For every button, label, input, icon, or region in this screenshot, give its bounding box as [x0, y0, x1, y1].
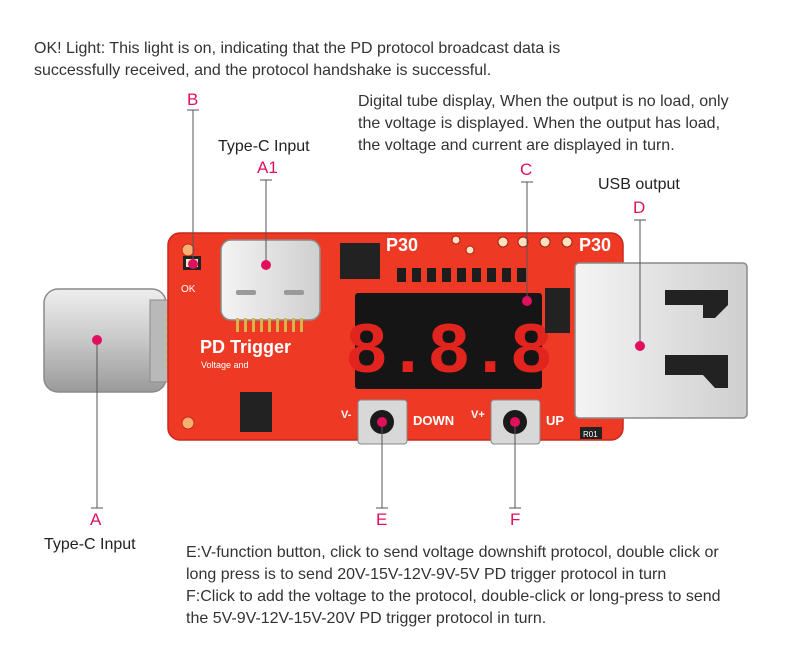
resistor-mark: R01 — [583, 430, 598, 439]
label-c: C — [520, 160, 533, 179]
display-note: Digital tube display, When the output is… — [358, 91, 729, 157]
label-f: F — [510, 510, 521, 529]
callout-dot-a — [92, 335, 102, 345]
down-button-mark: V- — [341, 409, 352, 421]
display-note-line-1: Digital tube display, When the output is… — [358, 93, 729, 110]
ok-note-line-1: OK! Light: This light is on, indicating … — [34, 40, 561, 57]
callout-dots — [92, 259, 645, 427]
ok-mark: OK — [181, 284, 196, 295]
callout-dot-c — [522, 296, 532, 306]
label-a: A — [90, 510, 102, 529]
smd-component — [240, 392, 272, 432]
controller-chip — [340, 243, 380, 279]
board-subtitle: Voltage and — [201, 360, 249, 370]
callout-dot-b — [188, 259, 198, 269]
buttons-note-line-1: E:V-function button, click to send volta… — [186, 544, 719, 561]
label-a1: A1 — [257, 158, 278, 177]
model-mark-right: P30 — [579, 235, 611, 255]
up-button-mark: V+ — [471, 409, 485, 421]
board-title: PD Trigger — [200, 337, 291, 357]
callout-dot-a1 — [261, 260, 271, 270]
typec-plug-connector — [43, 288, 182, 393]
callout-lines — [91, 109, 646, 509]
digital-tube-display: 8.8.8 — [345, 293, 553, 394]
buttons-note-line-3: F:Click to add the voltage to the protoc… — [186, 588, 721, 605]
display-note-line-3: the voltage and current are displayed in… — [358, 137, 675, 154]
ok-light-note: OK! Light: This light is on, indicating … — [34, 38, 560, 82]
ok-note-line-2: successfully received, and the protocol … — [34, 62, 492, 79]
caption-typec-input-bottom: Type-C Input — [44, 536, 136, 553]
up-button-label: UP — [546, 413, 564, 428]
caption-usb-output: USB output — [598, 176, 680, 193]
smd-resistor-row — [397, 268, 526, 282]
display-note-line-2: the voltage is displayed. When the outpu… — [358, 115, 721, 132]
usb-a-output-port — [574, 262, 748, 419]
label-e: E — [376, 510, 388, 529]
buttons-note-line-4: the 5V-9V-12V-15V-20V PD trigger protoco… — [186, 610, 547, 627]
model-mark-left: P30 — [386, 235, 418, 255]
callout-dot-f — [510, 417, 520, 427]
buttons-note-line-2: long press is to send 20V-15V-12V-9V-5V … — [186, 566, 667, 583]
callout-dot-e — [377, 417, 387, 427]
down-button-label: DOWN — [413, 413, 454, 428]
display-digits: 8.8.8 — [345, 312, 551, 394]
typec-receptacle — [220, 239, 321, 332]
callout-dot-d — [635, 341, 645, 351]
label-d: D — [633, 198, 646, 217]
resistor-r01 — [580, 427, 602, 439]
buttons-note: E:V-function button, click to send volta… — [186, 542, 721, 630]
label-b: B — [187, 90, 199, 109]
caption-typec-input-top: Type-C Input — [218, 138, 310, 155]
mosfet-chip — [545, 288, 570, 333]
